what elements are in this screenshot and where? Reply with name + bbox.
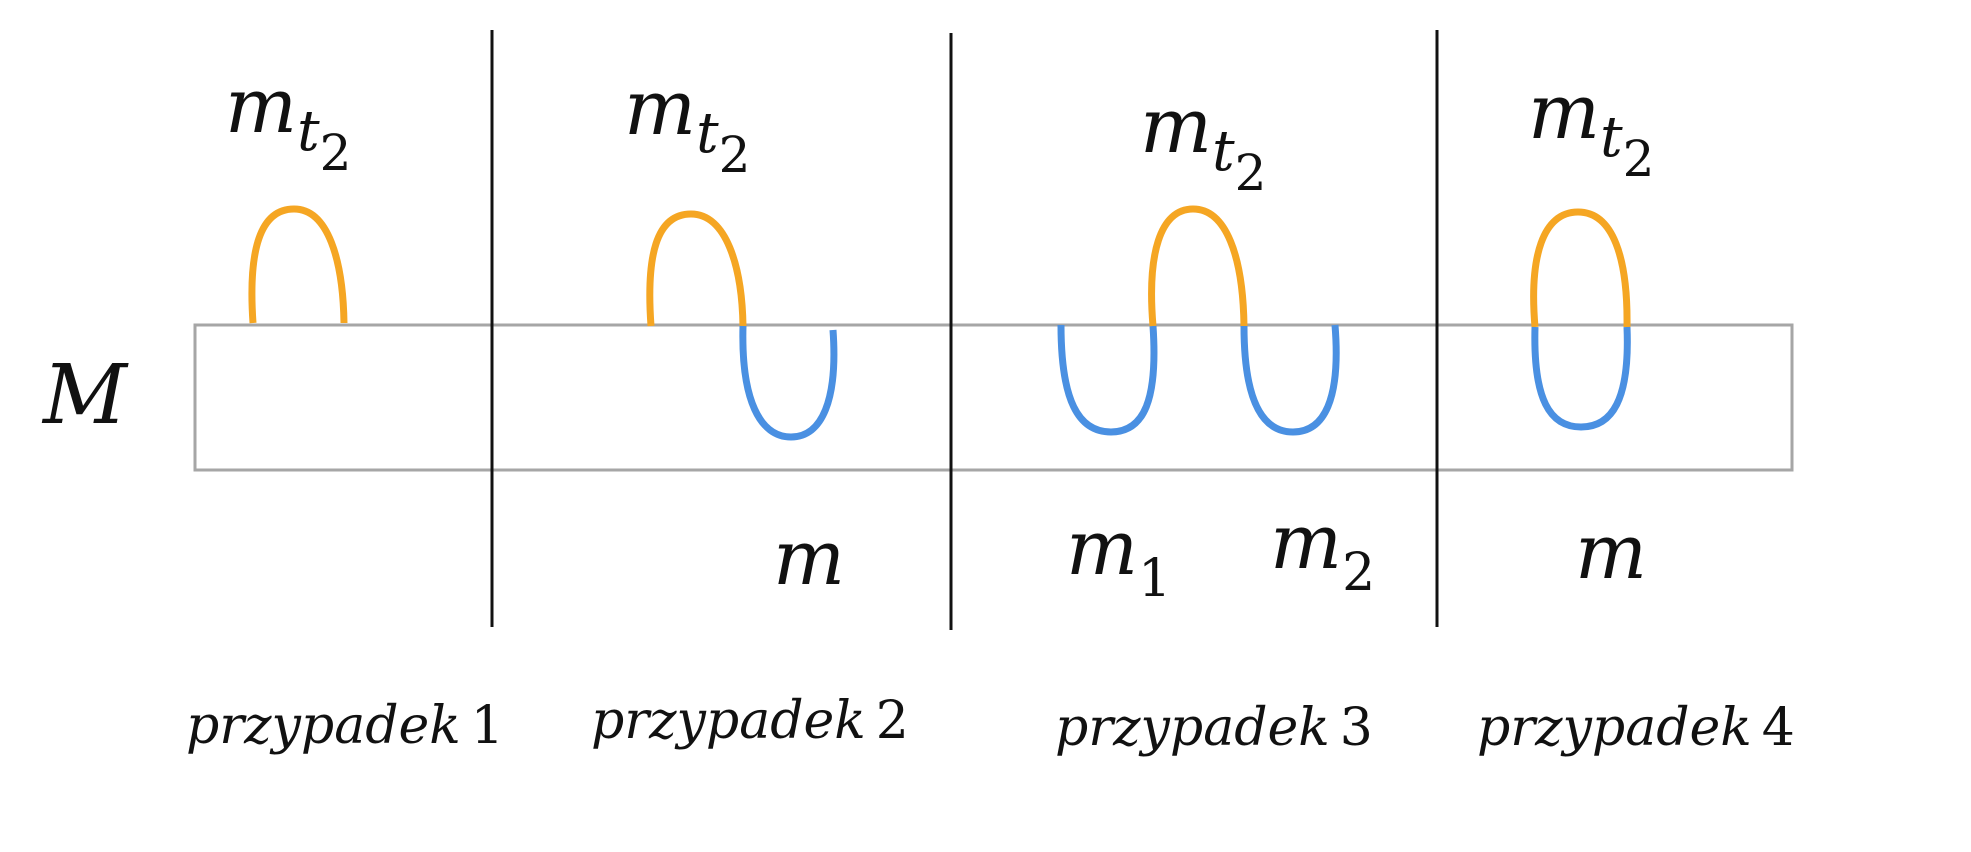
case-2-top-label: mt2 (624, 63, 750, 184)
case-1-upper-arc (248, 205, 348, 324)
case-2-lower-arc (739, 325, 838, 441)
case-3-lower-arc-left (1057, 324, 1158, 436)
case-3-upper-arc (1148, 205, 1248, 327)
case-3-lower-arc-right (1240, 324, 1340, 436)
manifold-boundary-box (193, 323, 1794, 472)
case-4-upper-arc (1530, 208, 1631, 328)
case-3-bottom-label-m1: m1 (1066, 503, 1171, 609)
case-1-top-label: mt2 (225, 61, 351, 182)
case-3-bottom-label-m2: m2 (1270, 497, 1375, 603)
case-4-bottom-label: m (1575, 507, 1647, 596)
case-2-upper-arc (646, 210, 747, 327)
case-2-bottom-label: m (773, 513, 845, 602)
case-3-top-label: mt2 (1140, 81, 1266, 202)
case-4-lower-arc (1531, 326, 1631, 431)
manifold-label: M (41, 348, 129, 443)
case-4-top-label: mt2 (1528, 67, 1654, 188)
